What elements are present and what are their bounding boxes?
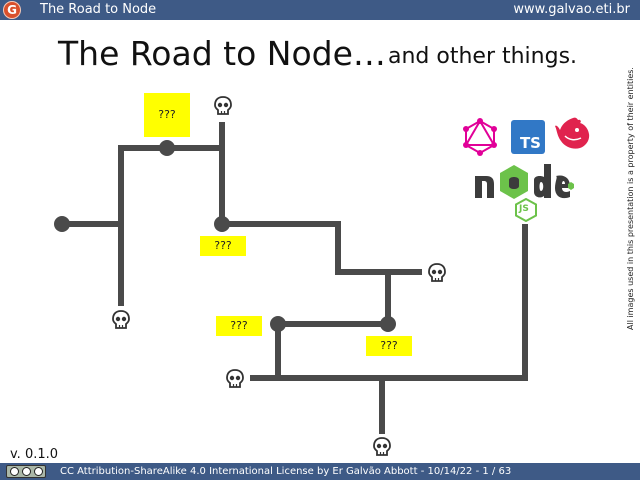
- slide-title: The Road to Node…: [58, 34, 386, 73]
- note-question: ???: [200, 236, 246, 256]
- road-junction: [380, 316, 396, 332]
- cc-by-sa-badge-icon: [6, 465, 46, 478]
- image-rights-note: All images used in this presentation is …: [626, 67, 635, 330]
- header-url: www.galvao.eti.br: [513, 2, 630, 17]
- skull-icon: [214, 96, 232, 115]
- header-title: The Road to Node: [40, 2, 157, 17]
- road-junction: [159, 140, 175, 156]
- typescript-label: TS: [519, 134, 541, 152]
- nodejs-logo-icon: [475, 164, 574, 199]
- version-label: v. 0.1.0: [10, 447, 59, 462]
- js-label: JS: [519, 204, 529, 214]
- note-question: ???: [366, 336, 412, 356]
- road-junction: [270, 316, 286, 332]
- footer-bar: CC Attribution-ShareAlike 4.0 Internatio…: [0, 463, 640, 480]
- skull-icon: [112, 310, 130, 329]
- typescript-icon: TS: [511, 120, 545, 154]
- road-segment: [219, 122, 422, 275]
- nestjs-icon: [555, 117, 590, 149]
- slide-subtitle: and other things.: [388, 44, 578, 69]
- note-question: ???: [144, 93, 190, 137]
- road-segment: [250, 224, 528, 381]
- skull-icon: [428, 263, 446, 282]
- graphql-icon: [463, 118, 497, 156]
- road-segment: [118, 145, 222, 306]
- header-bar: G The Road to Node www.galvao.eti.br: [0, 0, 640, 20]
- note-question: ???: [216, 316, 262, 336]
- skull-icon: [226, 369, 244, 388]
- footer-license-text: CC Attribution-ShareAlike 4.0 Internatio…: [60, 466, 512, 477]
- galvao-logo-icon: G: [3, 1, 21, 19]
- skull-icon: [373, 437, 391, 456]
- road-junction: [214, 216, 230, 232]
- nodejs-js-hexagon-icon: JS: [514, 198, 538, 222]
- road-junction: [54, 216, 70, 232]
